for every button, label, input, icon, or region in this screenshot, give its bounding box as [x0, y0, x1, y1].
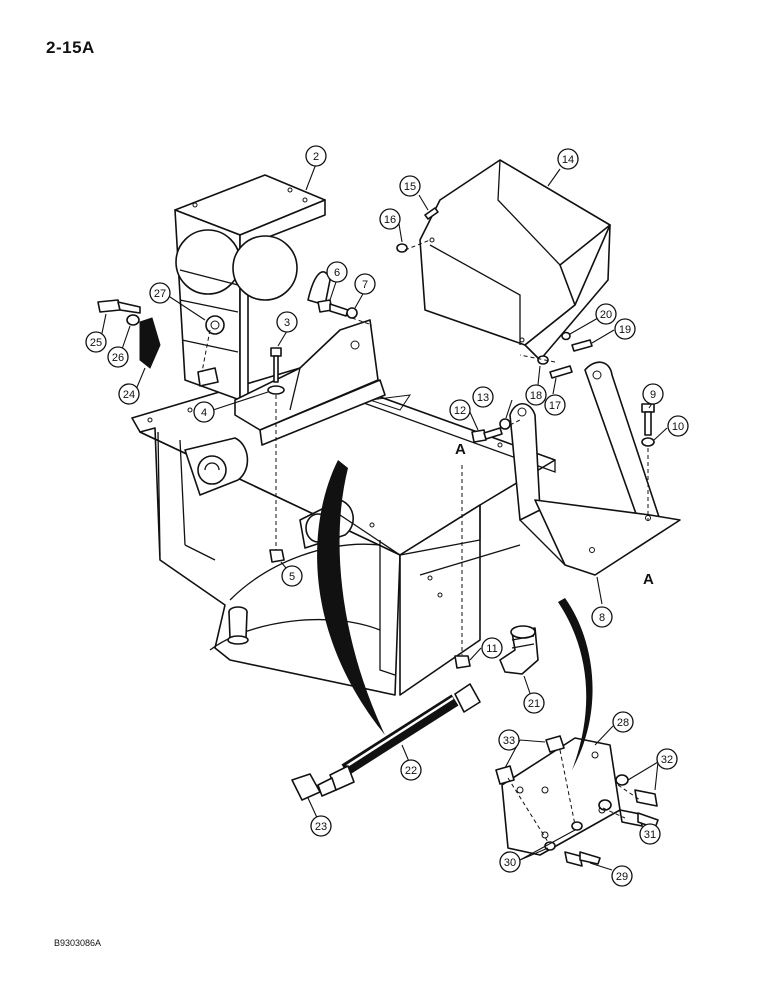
assembly-centerlines: [201, 239, 649, 843]
callout-18: 18: [525, 384, 547, 406]
svg-text:33: 33: [503, 735, 515, 747]
svg-text:22: 22: [405, 765, 417, 777]
svg-text:7: 7: [362, 279, 368, 291]
svg-text:28: 28: [617, 717, 629, 729]
callout-20: 20: [595, 303, 617, 325]
svg-text:20: 20: [600, 309, 612, 321]
callout-17: 17: [544, 394, 566, 416]
side-bracket-part-8: [509, 361, 681, 576]
callout-bubbles: 2 3 4 5 6 7 8 9 10: [85, 145, 689, 887]
svg-text:18: 18: [530, 390, 542, 402]
upper-bracket-part-2: [174, 174, 326, 401]
svg-text:21: 21: [528, 698, 540, 710]
callout-22: 22: [400, 759, 422, 781]
callout-2: 2: [305, 145, 327, 167]
svg-text:10: 10: [672, 421, 684, 433]
section-mark-a-upper: A: [455, 441, 466, 458]
svg-text:27: 27: [154, 288, 166, 300]
callout-3: 3: [276, 311, 298, 333]
section-mark-a-lower: A: [643, 571, 654, 588]
page-number: 2-15A: [46, 38, 95, 57]
sweep-arcs: [317, 460, 593, 770]
center-support-bracket: [234, 271, 386, 446]
callout-31: 31: [639, 823, 661, 845]
callout-32: 32: [656, 748, 678, 770]
callout-21: 21: [523, 692, 545, 714]
svg-text:30: 30: [504, 857, 516, 869]
svg-text:26: 26: [112, 352, 124, 364]
callout-28: 28: [612, 711, 634, 733]
svg-text:6: 6: [334, 267, 340, 279]
callout-27: 27: [149, 282, 171, 304]
callout-33: 33: [498, 729, 520, 751]
hardware-parts: [97, 207, 659, 867]
svg-text:5: 5: [289, 571, 295, 583]
callout-25: 25: [85, 331, 107, 353]
svg-text:16: 16: [384, 214, 396, 226]
callout-30: 30: [499, 851, 521, 873]
callout-4: 4: [193, 401, 215, 423]
callout-16: 16: [379, 208, 401, 230]
shield-cover-part-14: [419, 159, 611, 361]
svg-text:25: 25: [90, 337, 102, 349]
svg-text:8: 8: [599, 612, 605, 624]
callout-9: 9: [642, 383, 664, 405]
callout-8: 8: [591, 606, 613, 628]
svg-text:15: 15: [404, 181, 416, 193]
callout-13: 13: [472, 386, 494, 408]
hose-part-22: [317, 683, 481, 797]
callout-15: 15: [399, 175, 421, 197]
svg-text:14: 14: [562, 154, 574, 166]
section-marks: A A: [455, 441, 654, 588]
callout-24: 24: [118, 383, 140, 405]
callout-23: 23: [310, 815, 332, 837]
callout-11: 11: [481, 637, 503, 659]
svg-text:31: 31: [644, 829, 656, 841]
callout-29: 29: [611, 865, 633, 887]
svg-text:13: 13: [477, 392, 489, 404]
callout-26: 26: [107, 346, 129, 368]
svg-text:11: 11: [486, 643, 497, 655]
callout-19: 19: [614, 318, 636, 340]
svg-text:17: 17: [549, 400, 561, 412]
svg-text:3: 3: [284, 317, 290, 329]
svg-text:12: 12: [454, 405, 466, 417]
callout-5: 5: [281, 565, 303, 587]
callout-6: 6: [326, 261, 348, 283]
svg-text:29: 29: [616, 871, 628, 883]
svg-text:4: 4: [201, 407, 207, 419]
callout-7: 7: [354, 273, 376, 295]
svg-text:9: 9: [650, 389, 656, 401]
callout-12: 12: [449, 399, 471, 421]
svg-text:24: 24: [123, 389, 135, 401]
figure-code: B9303086A: [54, 938, 102, 948]
svg-text:19: 19: [619, 324, 631, 336]
callout-14: 14: [557, 148, 579, 170]
svg-text:32: 32: [661, 754, 673, 766]
svg-text:2: 2: [313, 151, 319, 163]
callout-10: 10: [667, 415, 689, 437]
svg-text:23: 23: [315, 821, 327, 833]
